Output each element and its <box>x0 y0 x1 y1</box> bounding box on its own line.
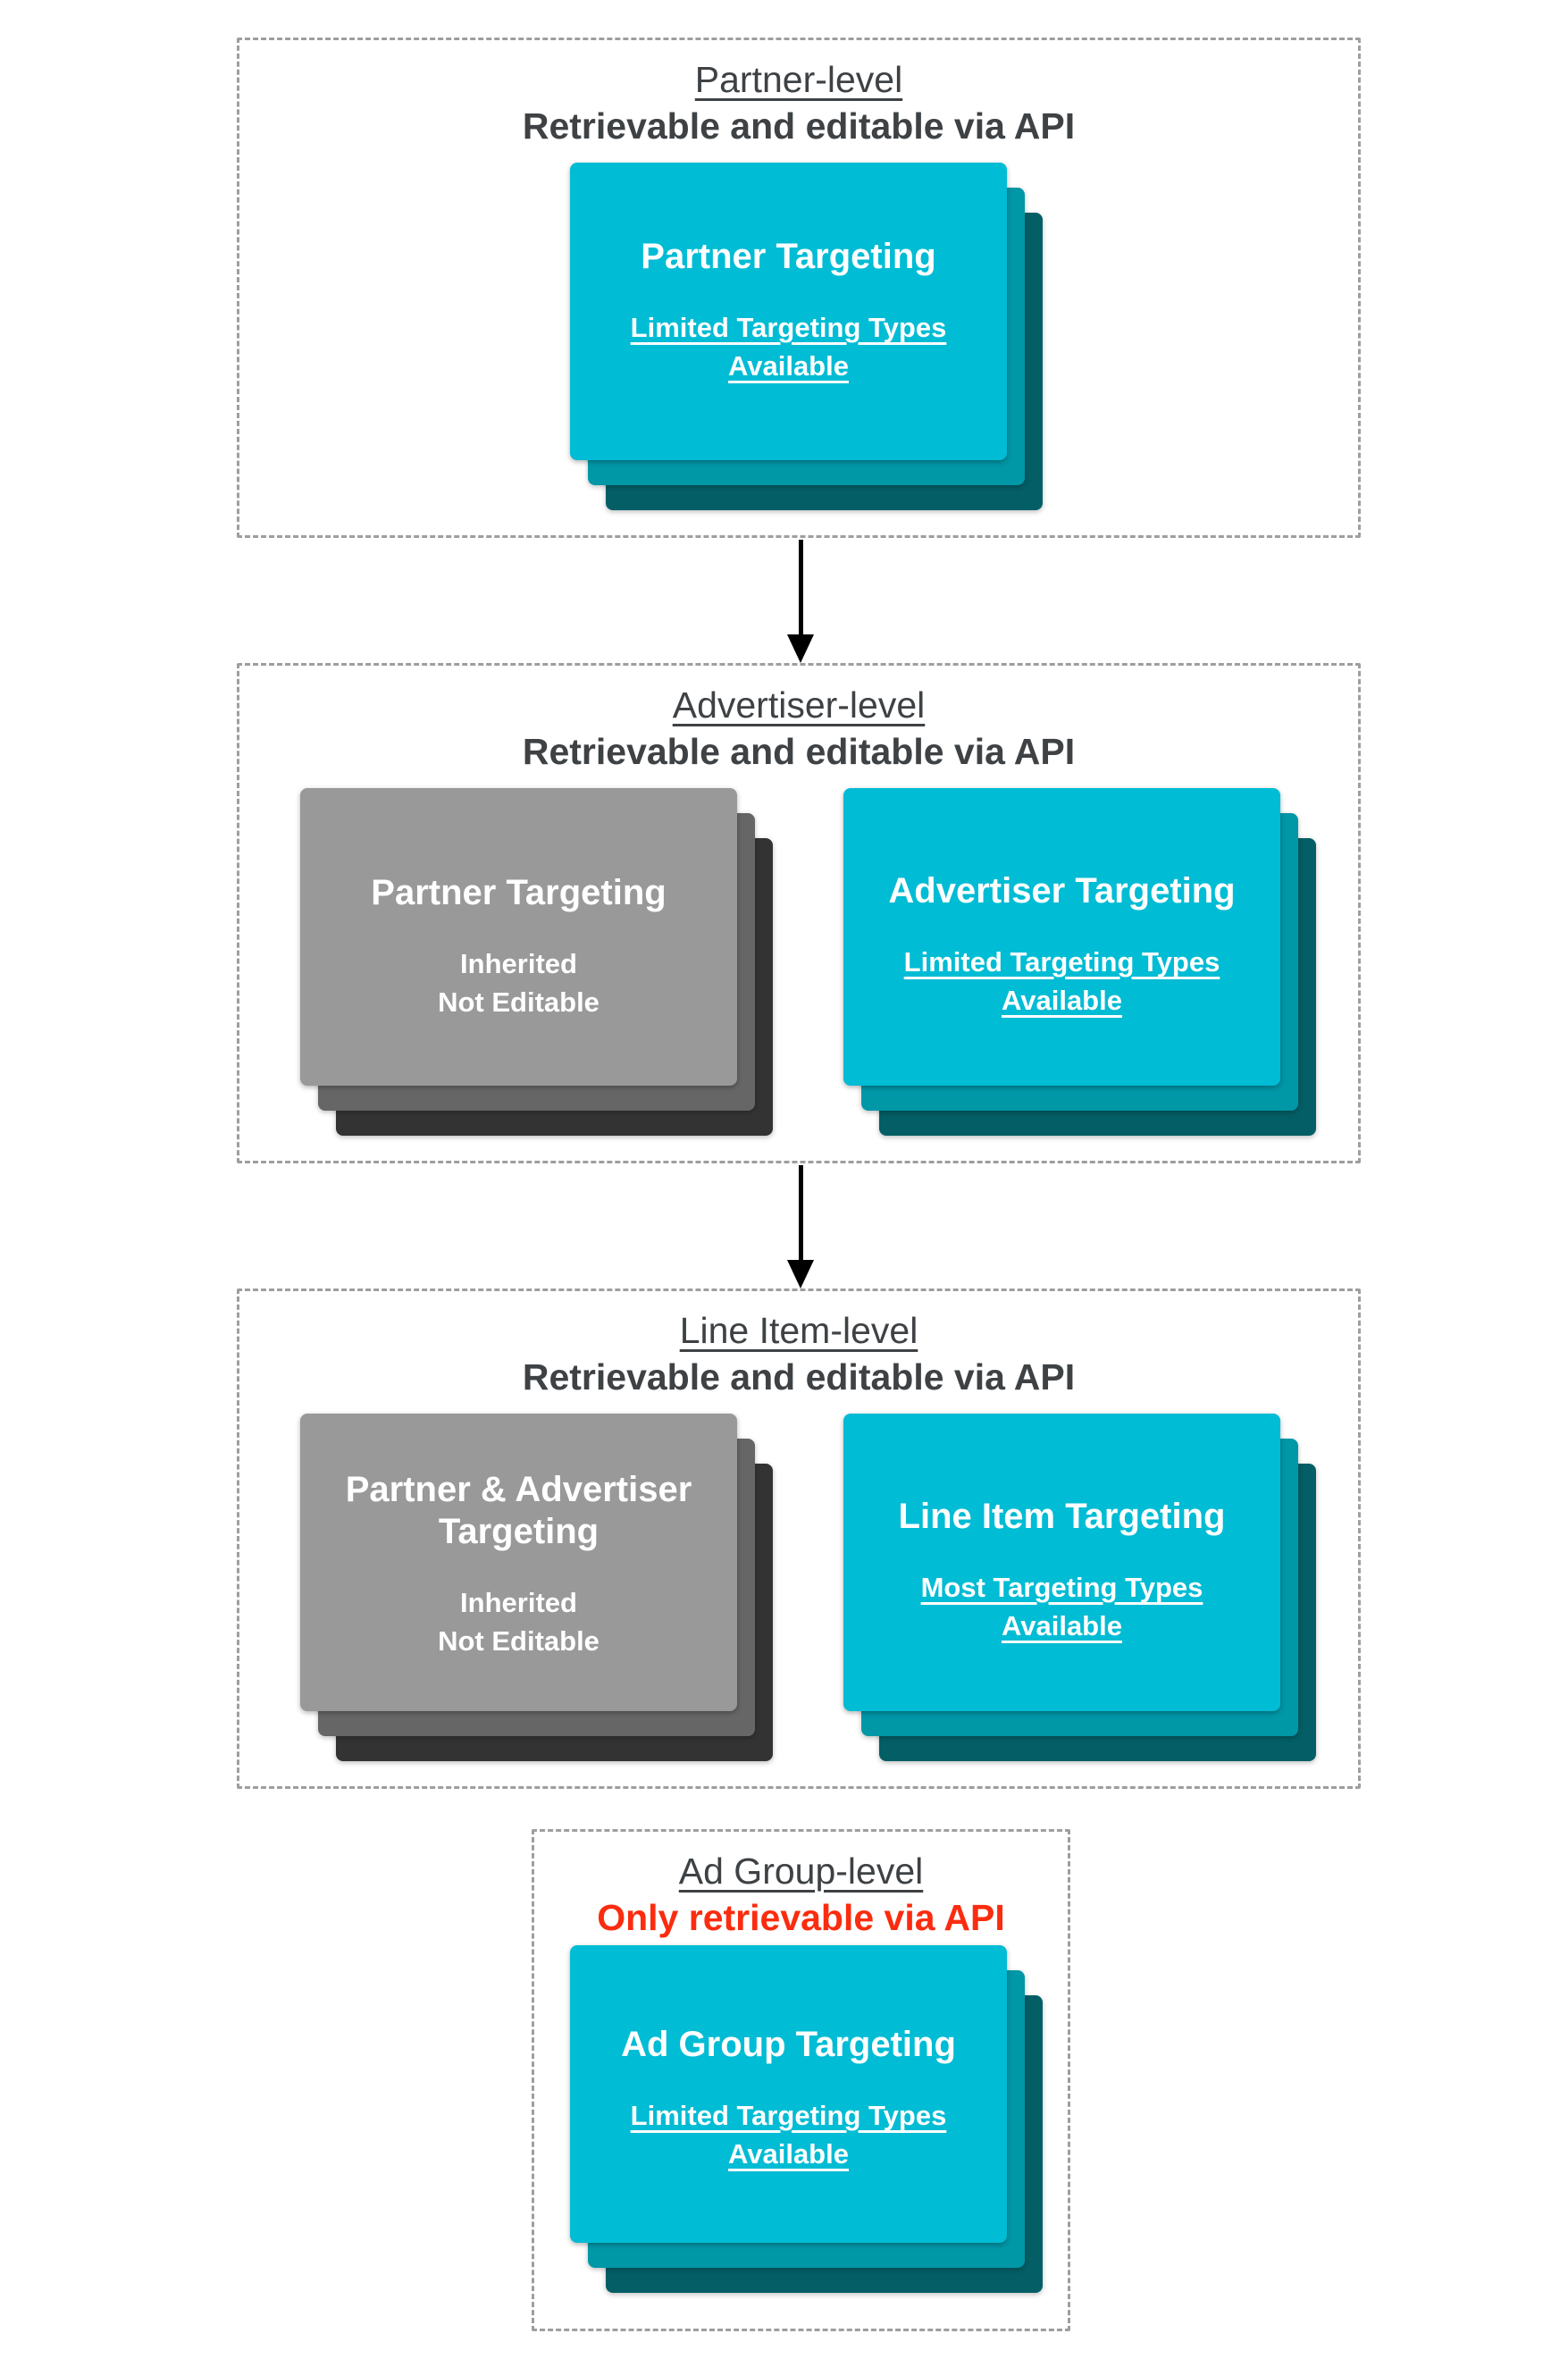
section-title: Advertiser-level <box>672 684 926 726</box>
section-partner-level: Partner-level Retrievable and editable v… <box>237 38 1361 538</box>
card-ad-group-targeting: Ad Group Targeting Limited Targeting Typ… <box>570 1945 1007 2243</box>
card-partner-targeting: Partner Targeting Limited Targeting Type… <box>570 163 1007 460</box>
section-subtitle: Retrievable and editable via API <box>522 1356 1076 1398</box>
section-subtitle: Retrievable and editable via API <box>522 731 1076 772</box>
flow-arrow-advertiser-to-line-item <box>787 1165 814 1288</box>
card-line-item-targeting: Line Item Targeting Most Targeting Types… <box>843 1414 1280 1711</box>
card-stack-partner-targeting: Partner Targeting Limited Targeting Type… <box>570 163 1043 510</box>
section-ad-group-level: Ad Group-level Only retrievable via API … <box>532 1829 1070 2331</box>
section-advertiser-level: Advertiser-level Retrievable and editabl… <box>237 663 1361 1163</box>
flow-arrow-partner-to-advertiser <box>787 540 814 663</box>
section-line-item-level: Line Item-level Retrievable and editable… <box>237 1288 1361 1789</box>
card-stack-partner-targeting-inherited: Partner Targeting Inherited Not Editable <box>300 788 773 1136</box>
arrow-head-icon <box>787 1260 814 1288</box>
section-title: Line Item-level <box>679 1310 918 1351</box>
card-body: Limited Targeting Types Available <box>630 312 947 382</box>
card-body: Most Targeting Types Available <box>920 1572 1203 1641</box>
card-body: Limited Targeting Types Available <box>903 946 1220 1016</box>
card-partner-advertiser-targeting: Partner & Advertiser Targeting Inherited… <box>300 1414 737 1711</box>
arrow-shaft <box>798 540 803 634</box>
section-subtitle-alert: Only retrievable via API <box>597 1897 1005 1938</box>
arrow-head-icon <box>787 634 814 663</box>
card-stack-partner-advertiser-targeting: Partner & Advertiser Targeting Inherited… <box>300 1414 773 1761</box>
card-partner-targeting-inherited: Partner Targeting Inherited Not Editable <box>300 788 737 1086</box>
section-title: Partner-level <box>694 59 903 100</box>
card-stack-ad-group-targeting: Ad Group Targeting Limited Targeting Typ… <box>570 1945 1043 2293</box>
section-subtitle: Retrievable and editable via API <box>522 105 1076 147</box>
card-title: Partner Targeting <box>371 873 667 912</box>
card-body: Limited Targeting Types Available <box>630 2100 947 2170</box>
arrow-shaft <box>798 1165 803 1260</box>
card-body: Inherited Not Editable <box>438 948 600 1018</box>
section-title: Ad Group-level <box>678 1851 924 1892</box>
card-body: Inherited Not Editable <box>438 1587 600 1657</box>
card-title: Partner Targeting <box>641 237 936 276</box>
card-advertiser-targeting: Advertiser Targeting Limited Targeting T… <box>843 788 1280 1086</box>
card-title: Line Item Targeting <box>898 1497 1226 1536</box>
card-title: Partner & Advertiser Targeting <box>345 1470 692 1551</box>
card-stack-line-item-targeting: Line Item Targeting Most Targeting Types… <box>843 1414 1316 1761</box>
card-stack-advertiser-targeting: Advertiser Targeting Limited Targeting T… <box>843 788 1316 1136</box>
card-title: Ad Group Targeting <box>621 2025 956 2064</box>
card-title: Advertiser Targeting <box>888 871 1236 911</box>
